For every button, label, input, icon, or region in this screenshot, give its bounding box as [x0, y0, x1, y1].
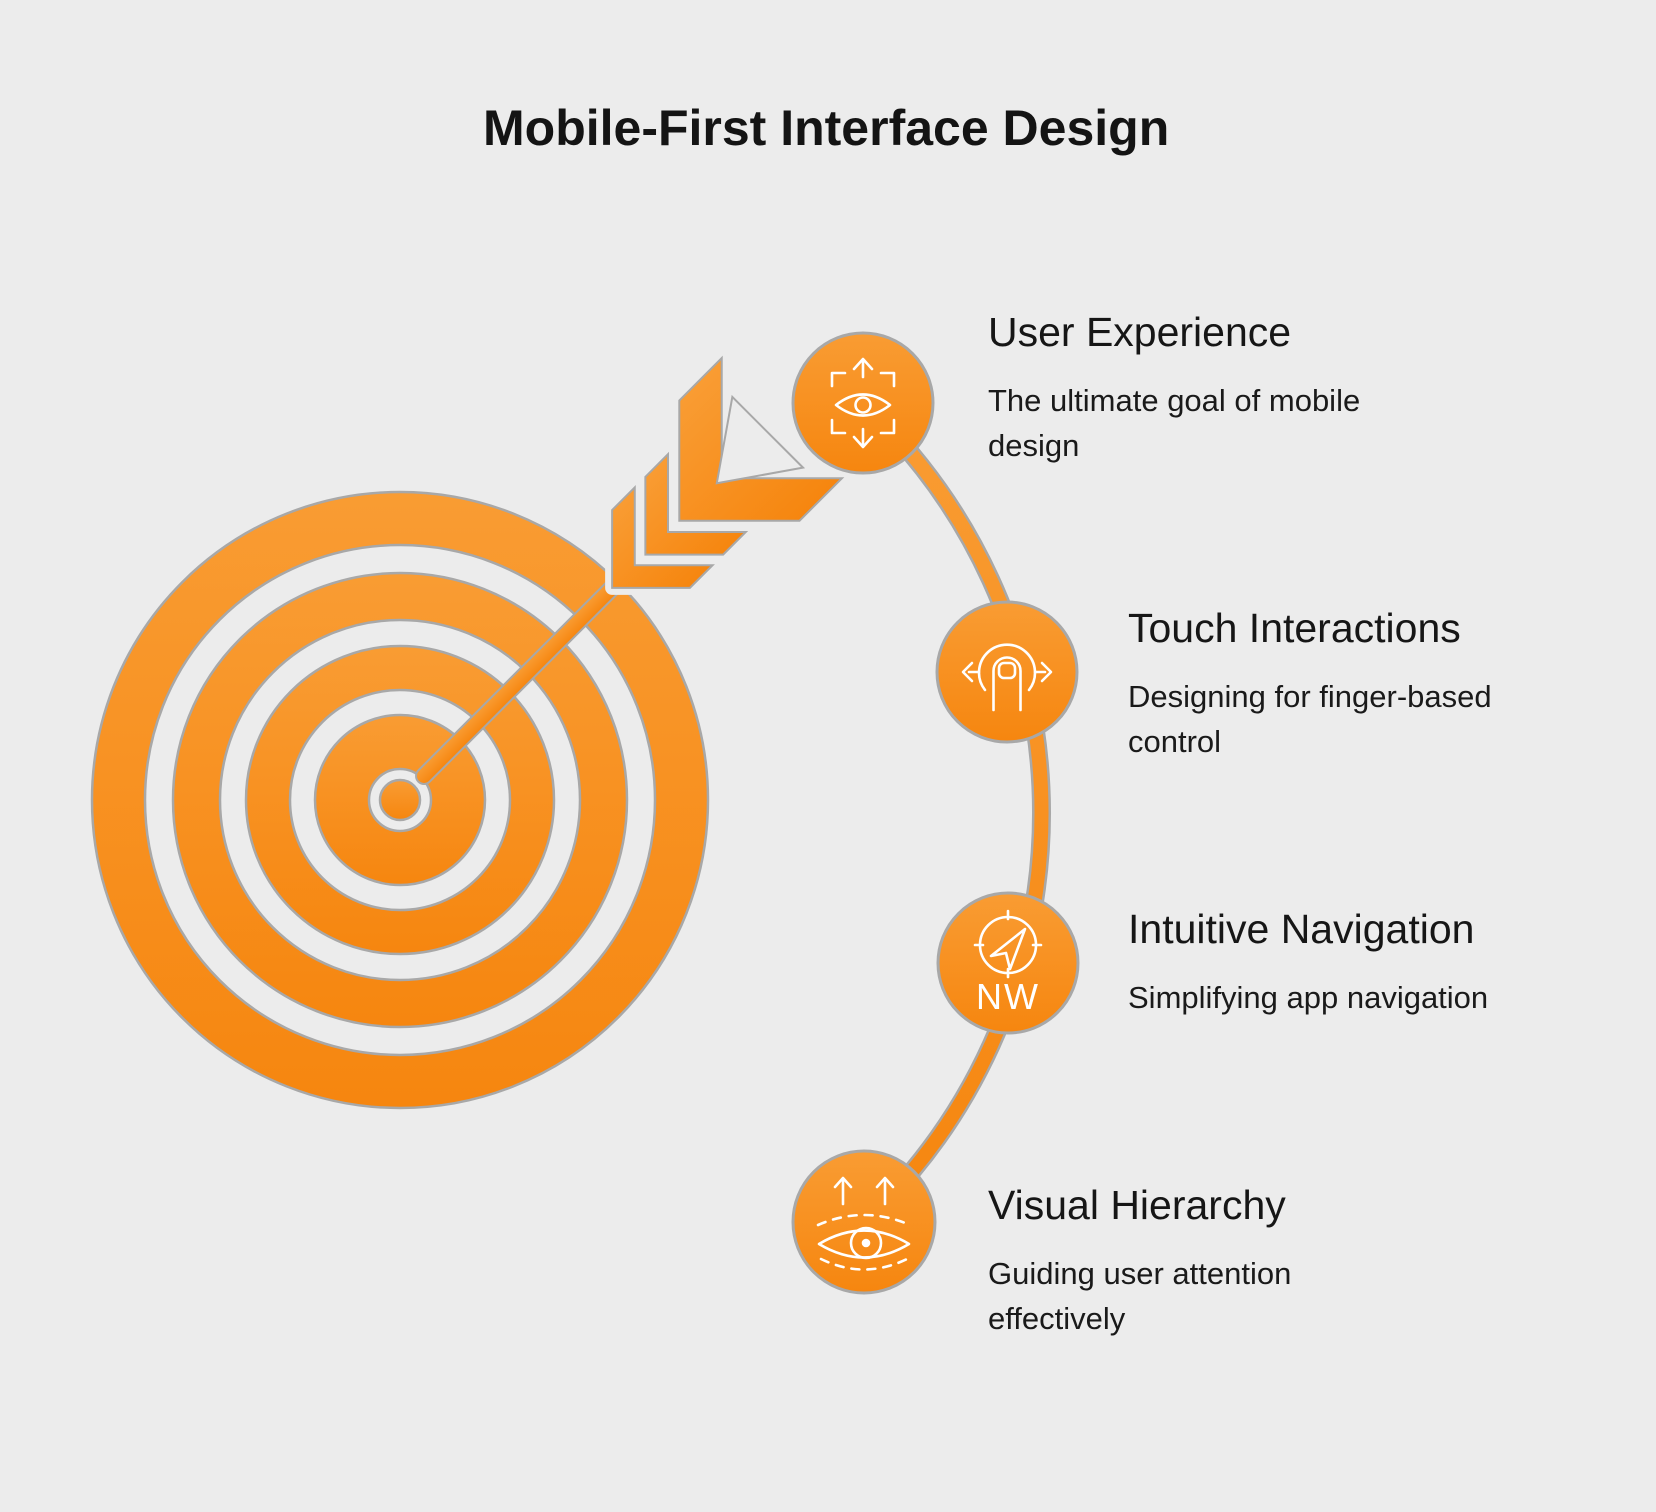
arrow-graphic: [415, 351, 849, 785]
arrow-feather-1: [611, 485, 715, 589]
section-touch-interactions: Touch Interactions Designing for finger-…: [1128, 604, 1553, 764]
timeline-connector: [856, 396, 1051, 1229]
section-title: Visual Hierarchy: [988, 1182, 1286, 1228]
target-graphic: [90, 490, 710, 1110]
target-bullseye-dot: [378, 778, 422, 822]
node-touch-interactions: [935, 600, 1079, 744]
node-circle: [791, 1149, 937, 1295]
touch-gesture-icon: [961, 643, 1053, 712]
node-visual-hierarchy: [791, 1149, 937, 1295]
section-description: Simplifying app navigation: [1128, 980, 1489, 1015]
node-intuitive-navigation: NW: [936, 891, 1080, 1035]
section-description: Designing for finger-based control: [1128, 679, 1492, 759]
section-intuitive-navigation: Intuitive Navigation Simplifying app nav…: [1128, 905, 1628, 1020]
section-title: User Experience: [988, 309, 1292, 355]
arrow-nock-notch: [715, 394, 806, 485]
compass-icon: NW: [973, 909, 1043, 1017]
node-user-experience: [791, 331, 935, 475]
compass-direction-label: NW: [976, 976, 1040, 1017]
eye-hierarchy-icon: [816, 1176, 912, 1271]
node-circle: [935, 600, 1079, 744]
eye-scan-icon: [830, 357, 896, 449]
section-title: Touch Interactions: [1128, 605, 1461, 651]
section-user-experience: User Experience The ultimate goal of mob…: [988, 308, 1413, 468]
section-visual-hierarchy: Visual Hierarchy Guiding user attention …: [988, 1181, 1328, 1341]
arrow-feather-2: [644, 451, 749, 556]
node-circle: [791, 331, 935, 475]
section-description: Guiding user attention effectively: [988, 1256, 1292, 1336]
section-description: The ultimate goal of mobile design: [988, 383, 1361, 463]
section-title: Intuitive Navigation: [1128, 906, 1475, 952]
page-title: Mobile-First Interface Design: [483, 100, 1170, 156]
